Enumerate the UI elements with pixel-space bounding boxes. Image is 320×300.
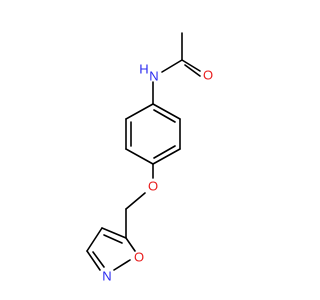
bond-ether-oxygen-methylene bbox=[125, 192, 146, 210]
bond-benzene-3 bbox=[152, 148, 181, 165]
bond-carbonyl-nitrogen bbox=[161, 59, 183, 73]
bond-benzene-1 bbox=[152, 103, 181, 120]
amide-hydrogen-label: H bbox=[139, 62, 148, 77]
bond-carbonyl-oxygen bbox=[181, 59, 201, 72]
bond-benzene-6 bbox=[125, 103, 154, 120]
bond-isoxazole-c4-c3 bbox=[86, 227, 103, 252]
bond-isoxazole-c5-c4-second bbox=[103, 234, 123, 244]
bond-isoxazole-n-o bbox=[113, 259, 131, 271]
carbonyl-oxygen-label: O bbox=[203, 68, 213, 83]
isoxazole-nitrogen-label: N bbox=[102, 269, 111, 284]
bond-isoxazole-c3-n bbox=[86, 250, 101, 271]
isoxazole-oxygen-label: O bbox=[134, 250, 144, 265]
bond-benzene-inner-1 bbox=[153, 109, 176, 123]
bonds bbox=[86, 32, 201, 271]
bond-benzene-4 bbox=[125, 148, 154, 165]
molecule-structure-diagram: H N O O O N bbox=[86, 32, 213, 284]
atom-labels: H N O O O N bbox=[102, 62, 213, 284]
bond-isoxazole-o-c5 bbox=[125, 237, 136, 252]
bond-isoxazole-c3-n-second bbox=[92, 251, 105, 268]
amide-nitrogen-label: N bbox=[149, 69, 158, 84]
bond-carbonyl-oxygen-second bbox=[184, 64, 201, 77]
bond-benzene-inner-2 bbox=[153, 145, 176, 159]
ether-oxygen-label: O bbox=[148, 179, 158, 194]
bond-isoxazole-c5-c4 bbox=[101, 227, 127, 239]
